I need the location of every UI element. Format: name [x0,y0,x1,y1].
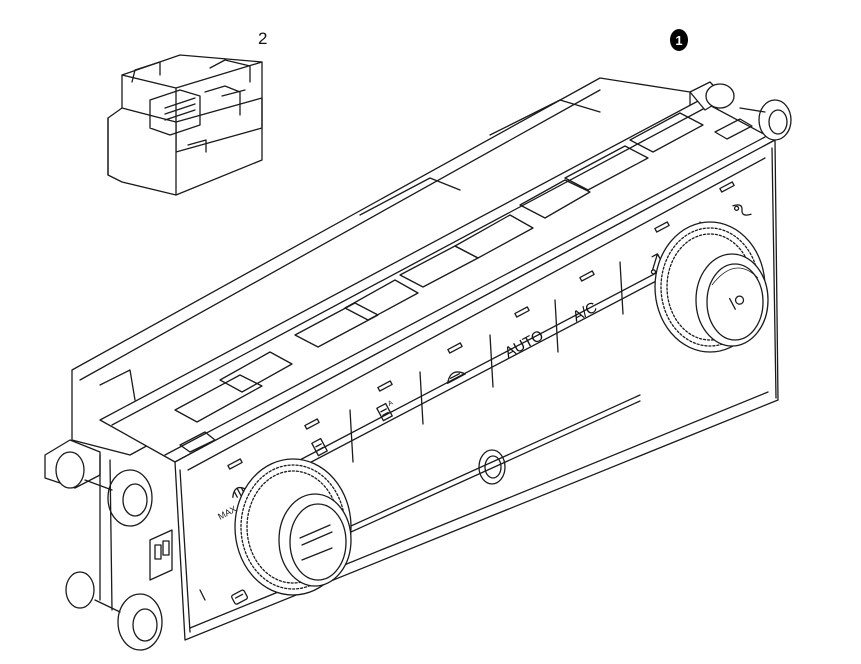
indicator-leds [227,181,735,470]
callout-part-2: 2 [258,29,267,48]
right-fan-knob [654,221,769,353]
clip-top-right [689,81,792,141]
temperature-icon [231,589,249,605]
control-panel-part-1 [71,77,779,641]
callout-part-1-badge [670,29,688,51]
fan-icon [650,253,661,275]
rear-defrost-icon [311,437,328,457]
mounting-clips [44,81,792,651]
seat-heat-icon: A [376,399,395,422]
side-connector [149,529,173,581]
recirculation-icon [446,371,466,384]
connector-part-2 [107,54,263,196]
callout-part-1: 1 [675,33,682,48]
clip-left-upper [44,439,153,527]
clip-left-lower [65,571,163,651]
left-temperature-knob [234,458,352,596]
svg-text:A: A [387,399,395,408]
mode-icon [732,204,752,216]
center-round-button [478,449,506,485]
